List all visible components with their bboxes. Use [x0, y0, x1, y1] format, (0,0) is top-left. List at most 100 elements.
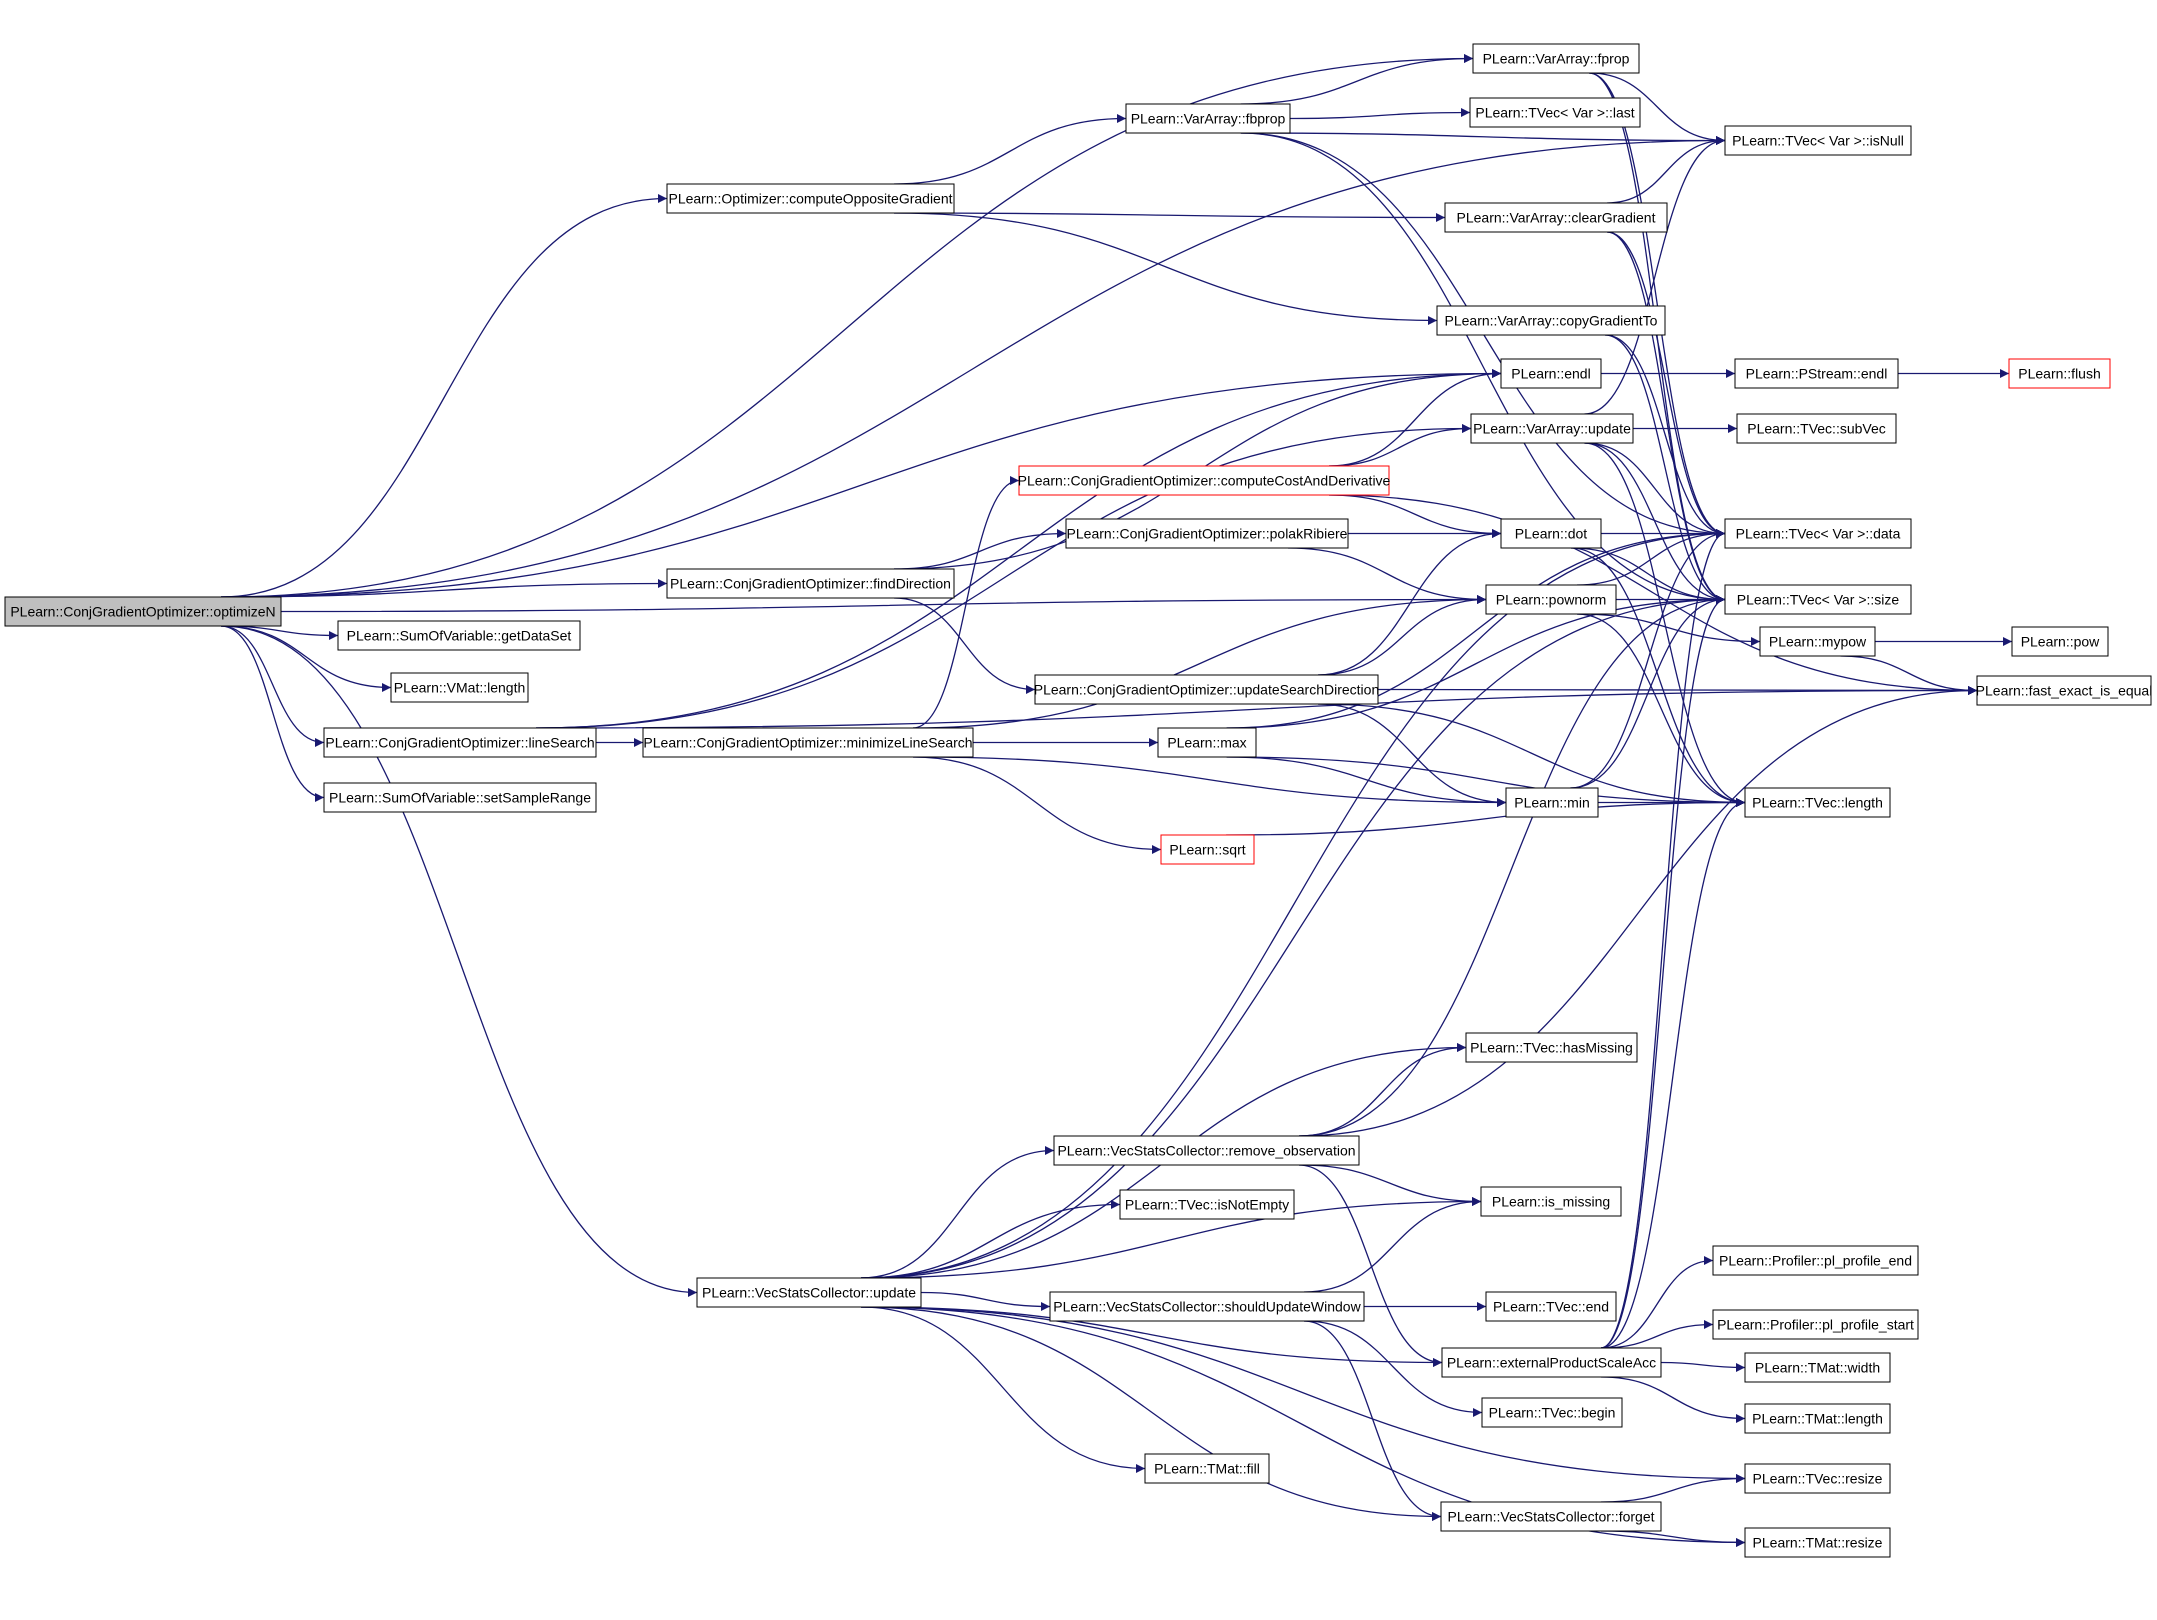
node-label-polakRibiere: PLearn::ConjGradientOptimizer::polakRibi… — [1067, 526, 1348, 542]
node-label-fast_exact_is_equal: PLearn::fast_exact_is_equal — [1976, 683, 2153, 699]
node-shouldUpdateWindow[interactable]: PLearn::VecStatsCollector::shouldUpdateW… — [1049, 1291, 1365, 1322]
node-box-is_missing — [1480, 1186, 1622, 1217]
node-box-max — [1157, 727, 1257, 758]
node-last[interactable]: PLearn::TVec< Var >::last — [1469, 97, 1641, 128]
node-tvec_resize[interactable]: PLearn::TVec::resize — [1744, 1463, 1891, 1494]
node-max[interactable]: PLearn::max — [1157, 727, 1257, 758]
node-box-tvec_length — [1744, 787, 1891, 818]
call-edge-vsc_update-to-is_missing — [860, 1197, 1482, 1279]
node-label-vararray_update: PLearn::VarArray::update — [1473, 421, 1631, 437]
node-setSampleRange[interactable]: PLearn::SumOfVariable::setSampleRange — [323, 782, 597, 813]
node-copyGradientTo[interactable]: PLearn::VarArray::copyGradientTo — [1436, 305, 1666, 336]
node-fbprop[interactable]: PLearn::VarArray::fbprop — [1125, 103, 1291, 134]
node-polakRibiere[interactable]: PLearn::ConjGradientOptimizer::polakRibi… — [1065, 518, 1349, 549]
node-box-fast_exact_is_equal — [1976, 675, 2152, 706]
call-edge-externalProductScaleAcc-to-pl_profile_end — [1600, 1256, 1714, 1349]
call-edge-computeOppositeGradient-to-fbprop — [893, 114, 1127, 185]
call-edge-updateSearchDirection-to-min — [1317, 703, 1507, 807]
node-size[interactable]: PLearn::TVec< Var >::size — [1724, 584, 1912, 615]
node-updateSearchDirection[interactable]: PLearn::ConjGradientOptimizer::updateSea… — [1034, 674, 1380, 705]
node-tmat_width[interactable]: PLearn::TMat::width — [1744, 1352, 1891, 1383]
call-edge-vsc_update-to-data — [860, 529, 1726, 1279]
node-flush[interactable]: PLearn::flush — [2008, 358, 2111, 389]
node-endl[interactable]: PLearn::endl — [1500, 358, 1602, 389]
node-pl_profile_start[interactable]: PLearn::Profiler::pl_profile_start — [1712, 1309, 1919, 1340]
node-tvec_begin[interactable]: PLearn::TVec::begin — [1481, 1397, 1623, 1428]
call-edge-vsc_update-to-tvec_resize — [860, 1306, 1746, 1483]
node-lineSearch[interactable]: PLearn::ConjGradientOptimizer::lineSearc… — [323, 727, 597, 758]
node-tmat_fill[interactable]: PLearn::TMat::fill — [1144, 1453, 1270, 1484]
call-edge-remove_observation-to-fast_exact_is_equal — [1298, 686, 1978, 1137]
node-getDataSet[interactable]: PLearn::SumOfVariable::getDataSet — [337, 620, 581, 651]
node-clearGradient[interactable]: PLearn::VarArray::clearGradient — [1444, 202, 1668, 233]
node-box-polakRibiere — [1065, 518, 1349, 549]
node-box-fprop — [1472, 43, 1640, 74]
node-box-remove_observation — [1053, 1135, 1360, 1166]
node-label-size: PLearn::TVec< Var >::size — [1737, 592, 1900, 608]
call-edge-optimizeN-to-findDirection — [220, 579, 668, 598]
node-box-setSampleRange — [323, 782, 597, 813]
node-subVec[interactable]: PLearn::TVec::subVec — [1736, 413, 1897, 444]
call-edge-externalProductScaleAcc-to-tvec_length — [1600, 798, 1746, 1349]
call-edge-vsc_update-to-externalProductScaleAcc — [860, 1306, 1443, 1367]
node-box-mypow — [1759, 626, 1876, 657]
call-edge-updateSearchDirection-to-pownorm — [1317, 595, 1487, 676]
call-edge-remove_observation-to-hasMissing — [1298, 1043, 1467, 1137]
call-edge-dot-to-size — [1570, 547, 1726, 604]
node-pow[interactable]: PLearn::pow — [2011, 626, 2109, 657]
node-box-pow — [2011, 626, 2109, 657]
node-dot[interactable]: PLearn::dot — [1500, 518, 1602, 549]
node-label-last: PLearn::TVec< Var >::last — [1475, 105, 1634, 121]
node-box-findDirection — [666, 568, 955, 599]
node-externalProductScaleAcc[interactable]: PLearn::externalProductScaleAcc — [1441, 1347, 1662, 1378]
call-edge-polakRibiere-to-pownorm — [1287, 547, 1487, 604]
node-forget[interactable]: PLearn::VecStatsCollector::forget — [1440, 1501, 1662, 1532]
call-edge-mypow-to-fast_exact_is_equal — [1840, 655, 1978, 695]
node-remove_observation[interactable]: PLearn::VecStatsCollector::remove_observ… — [1053, 1135, 1360, 1166]
node-computeCostAndDerivative[interactable]: PLearn::ConjGradientOptimizer::computeCo… — [1018, 465, 1391, 496]
node-box-computeCostAndDerivative — [1018, 465, 1390, 496]
call-edge-sqrt-to-tvec_length — [1226, 798, 1746, 836]
node-computeOppositeGradient[interactable]: PLearn::Optimizer::computeOppositeGradie… — [666, 183, 955, 214]
node-min[interactable]: PLearn::min — [1505, 787, 1599, 818]
node-minimizeLineSearch[interactable]: PLearn::ConjGradientOptimizer::minimizeL… — [642, 727, 974, 758]
node-isNotEmpty[interactable]: PLearn::TVec::isNotEmpty — [1119, 1189, 1295, 1220]
node-tvec_end[interactable]: PLearn::TVec::end — [1485, 1291, 1617, 1322]
call-edge-remove_observation-to-size — [1298, 595, 1726, 1137]
node-tvec_length[interactable]: PLearn::TVec::length — [1744, 787, 1891, 818]
node-box-last — [1469, 97, 1641, 128]
call-edge-vsc_update-to-forget — [860, 1306, 1442, 1521]
node-isNull[interactable]: PLearn::TVec< Var >::isNull — [1724, 125, 1912, 156]
node-fprop[interactable]: PLearn::VarArray::fprop — [1472, 43, 1640, 74]
node-label-min: PLearn::min — [1514, 795, 1589, 811]
call-edge-remove_observation-to-externalProductScaleAcc — [1298, 1164, 1443, 1367]
node-sqrt[interactable]: PLearn::sqrt — [1160, 834, 1255, 865]
node-vararray_update[interactable]: PLearn::VarArray::update — [1470, 413, 1634, 444]
node-fast_exact_is_equal[interactable]: PLearn::fast_exact_is_equal — [1976, 675, 2153, 706]
node-data[interactable]: PLearn::TVec< Var >::data — [1724, 518, 1912, 549]
node-pl_profile_end[interactable]: PLearn::Profiler::pl_profile_end — [1712, 1245, 1919, 1276]
node-tmat_length[interactable]: PLearn::TMat::length — [1744, 1403, 1891, 1434]
node-findDirection[interactable]: PLearn::ConjGradientOptimizer::findDirec… — [666, 568, 955, 599]
node-label-setSampleRange: PLearn::SumOfVariable::setSampleRange — [329, 790, 591, 806]
node-box-tvec_resize — [1744, 1463, 1891, 1494]
node-tmat_resize[interactable]: PLearn::TMat::resize — [1744, 1527, 1891, 1558]
node-box-fbprop — [1125, 103, 1291, 134]
node-pstream_endl[interactable]: PLearn::PStream::endl — [1734, 358, 1899, 389]
node-hasMissing[interactable]: PLearn::TVec::hasMissing — [1465, 1032, 1638, 1063]
node-vmat_length[interactable]: PLearn::VMat::length — [390, 672, 529, 703]
call-edge-vararray_update-to-data — [1584, 442, 1726, 538]
node-pownorm[interactable]: PLearn::pownorm — [1485, 584, 1617, 615]
node-label-pownorm: PLearn::pownorm — [1496, 592, 1607, 608]
node-box-isNotEmpty — [1119, 1189, 1295, 1220]
node-box-pl_profile_start — [1712, 1309, 1919, 1340]
call-edge-copyGradientTo-to-data — [1604, 334, 1726, 538]
node-label-tvec_resize: PLearn::TVec::resize — [1753, 1471, 1883, 1487]
node-vsc_update[interactable]: PLearn::VecStatsCollector::update — [696, 1277, 922, 1308]
call-edge-lineSearch-to-vararray_update — [535, 424, 1472, 729]
node-is_missing[interactable]: PLearn::is_missing — [1480, 1186, 1622, 1217]
call-edge-externalProductScaleAcc-to-tmat_length — [1600, 1376, 1746, 1423]
node-label-flush: PLearn::flush — [2018, 366, 2101, 382]
node-mypow[interactable]: PLearn::mypow — [1759, 626, 1876, 657]
node-optimizeN[interactable]: PLearn::ConjGradientOptimizer::optimizeN — [4, 596, 282, 627]
